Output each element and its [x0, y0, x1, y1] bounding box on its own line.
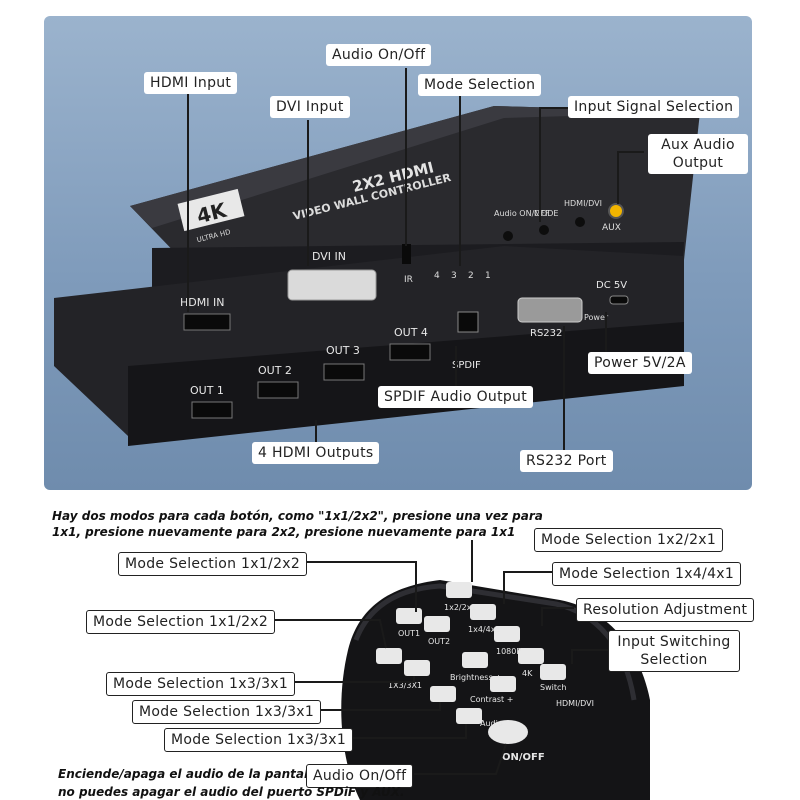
out4-port	[389, 343, 431, 361]
label-k3: OUT1	[398, 629, 420, 638]
key-4k[interactable]	[518, 648, 544, 664]
note-top: Hay dos modos para cada botón, como "1x1…	[52, 509, 543, 539]
label-k13: ON/OFF	[502, 752, 545, 763]
remote-keys	[376, 582, 566, 744]
label-k2: 1x4/4x1	[468, 625, 501, 634]
callout-input-signal: Input Signal Selection	[568, 96, 740, 118]
key-1080p[interactable]	[494, 626, 520, 642]
label-k4: OUT2	[428, 637, 450, 646]
remote-illustration: 1x2/2x1 1x4/4x1 OUT1 OUT2 1080P 4K 1X3/3…	[272, 540, 650, 800]
out3-port	[323, 363, 365, 381]
label-k8: Brightness +	[450, 673, 502, 682]
out1-label: OUT 1	[190, 384, 224, 397]
front-buttons: Audio ON/OFF MODE HDMI/DVI AUX IR 4 3 2 …	[402, 199, 624, 285]
hdmi-in-label: HDMI IN	[180, 296, 224, 309]
audio-button[interactable]	[503, 231, 513, 241]
callout-remote-1x1-b: Mode Selection 1x1/2x2	[86, 610, 276, 634]
dvi-in-label: DVI IN	[312, 250, 346, 263]
btn-audio-label: Audio ON/OFF	[494, 209, 550, 218]
mode-button[interactable]	[539, 225, 549, 235]
dc-port	[609, 295, 629, 305]
callout-remote-1x3-c: Mode Selection 1x3/3x1	[164, 728, 354, 752]
led-3-label: 3	[451, 271, 457, 281]
hdmi-in-port	[183, 313, 231, 331]
callout-aux-audio: Aux Audio Output	[648, 134, 748, 174]
out4-label: OUT 4	[394, 326, 428, 339]
callout-power: Power 5V/2A	[588, 352, 692, 374]
rs232-port	[517, 297, 583, 323]
spdif-port	[457, 311, 479, 333]
btn-mode-label: MODE	[534, 209, 558, 218]
label-k6: 4K	[522, 669, 533, 678]
label-k11: Switch	[540, 683, 566, 692]
callout-remote-1x4: Mode Selection 1x4/4x1	[552, 562, 742, 586]
hdmidvi-button[interactable]	[575, 217, 585, 227]
callout-remote-audio-onoff: Audio On/Off	[306, 764, 414, 788]
rs232-label: RS232	[530, 328, 562, 339]
remote-key-labels: 1x2/2x1 1x4/4x1 OUT1 OUT2 1080P 4K 1X3/3…	[388, 603, 594, 763]
callout-dvi-input: DVI Input	[270, 96, 350, 118]
note-bottom-a: Enciende/apaga el audio de la pantalla,	[58, 767, 325, 781]
out1-port	[191, 401, 233, 419]
callout-remote-resolution: Resolution Adjustment	[576, 598, 755, 622]
bottom-unit-ports: SPDIF OUT 1 OUT 2 OUT 3 OUT 4	[190, 311, 481, 419]
label-k9: Contrast +	[470, 695, 513, 704]
product-photo-panel: 4K ULTRA HD 2X2 HDMI VIDEO WALL CONTROLL…	[44, 16, 752, 490]
callout-mode-selection: Mode Selection	[418, 74, 542, 96]
aux-jack	[608, 203, 624, 219]
remote-leaders	[272, 540, 610, 775]
out2-label: OUT 2	[258, 364, 292, 377]
label-k1: 1x2/2x1	[444, 603, 477, 612]
callout-audio-onoff: Audio On/Off	[326, 44, 432, 66]
label-k5: 1080P	[496, 647, 521, 656]
ir-label: IR	[404, 275, 413, 285]
spdif-label: SPDIF	[452, 360, 481, 371]
label-k12: HDMI/DVI	[556, 699, 594, 708]
label-k10: Audio	[480, 719, 503, 728]
callout-rs232: RS232 Port	[520, 450, 613, 472]
callout-leaders	[187, 68, 644, 462]
aux-label: AUX	[602, 223, 621, 233]
out2-port	[257, 381, 299, 399]
key-1x4[interactable]	[470, 604, 496, 620]
callout-hdmi-input: HDMI Input	[144, 72, 238, 94]
key-1x2[interactable]	[446, 582, 472, 598]
callout-hdmi-outputs: 4 HDMI Outputs	[252, 442, 380, 464]
key-1x3-c[interactable]	[456, 708, 482, 724]
dvi-in-port	[287, 269, 377, 301]
key-1x3-b[interactable]	[430, 686, 456, 702]
callout-remote-1x2: Mode Selection 1x2/2x1	[534, 528, 724, 552]
callout-remote-input-switching: Input Switching Selection	[608, 630, 740, 672]
top-unit-ports: HDMI IN DVI IN DC 5V Power RS232	[180, 250, 629, 339]
key-out2[interactable]	[424, 616, 450, 632]
key-1x1-a[interactable]	[396, 608, 422, 624]
callout-remote-1x3-b: Mode Selection 1x3/3x1	[132, 700, 322, 724]
out3-label: OUT 3	[326, 344, 360, 357]
key-onoff[interactable]	[488, 720, 528, 744]
key-1x1-b[interactable]	[376, 648, 402, 664]
btn-hdmidvi-label: HDMI/DVI	[564, 199, 602, 208]
key-brightness-plus[interactable]	[462, 652, 488, 668]
led-4-label: 4	[434, 271, 440, 281]
power-label: Power	[584, 313, 609, 322]
led-2-label: 2	[468, 271, 474, 281]
note-bottom-b: no puedes apagar el audio del puerto SPD…	[58, 785, 405, 799]
key-contrast-plus[interactable]	[490, 676, 516, 692]
callout-remote-1x3-a: Mode Selection 1x3/3x1	[106, 672, 296, 696]
key-switch[interactable]	[540, 664, 566, 680]
callout-remote-1x1-a: Mode Selection 1x1/2x2	[118, 552, 308, 576]
label-k7: 1X3/3X1	[388, 681, 422, 690]
dc5v-label: DC 5V	[596, 280, 627, 291]
key-1x3-a[interactable]	[404, 660, 430, 676]
ir-window	[402, 244, 411, 264]
led-1-label: 1	[485, 271, 491, 281]
callout-spdif-audio: SPDIF Audio Output	[378, 386, 534, 408]
